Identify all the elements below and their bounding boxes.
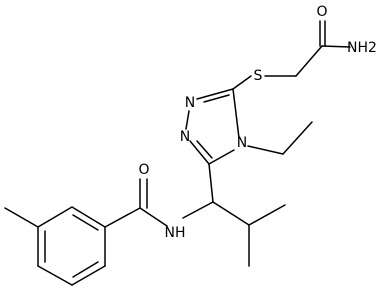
- bond-ch-me1: [248, 204, 286, 226]
- bond-s-ring: [232, 75, 252, 90]
- bond-ch-nh: [182, 201, 214, 219]
- bond-benz-5: [71, 265, 106, 286]
- atom-nh2: NH2: [347, 40, 377, 56]
- atom-labels: O NH2 S N N N O NH: [138, 4, 376, 241]
- atom-sulfur: S: [254, 68, 263, 84]
- atom-n-ring-left: N: [180, 129, 190, 145]
- atom-nh-amide: NH: [165, 225, 186, 241]
- bond-ch-ch: [212, 201, 250, 226]
- atom-n-ring-ethyl: N: [237, 135, 247, 151]
- bond-ethyl-ch3: [282, 121, 313, 155]
- bond-benz-5-inner: [72, 261, 99, 278]
- bond-nh-co: [139, 207, 168, 227]
- bond-benz-4: [37, 265, 73, 286]
- bond-ring-n4-c5: [232, 88, 240, 139]
- bond-ring-chain: [208, 163, 214, 203]
- bond-ring-c5-n-top: [196, 88, 234, 100]
- bond-co-aryl: [104, 207, 141, 228]
- bond-n-ethyl: [247, 145, 284, 155]
- bond-benz-1: [71, 206, 106, 228]
- bond-ring-c3-n4: [208, 149, 235, 165]
- bond-ring-c5-n-top-inner: [203, 94, 230, 103]
- atom-o-amide: O: [138, 162, 149, 178]
- atom-o-carbamoyl: O: [316, 4, 327, 20]
- bonds: [4, 20, 351, 286]
- bond-benz-2: [37, 206, 73, 228]
- bond-c-ch2: [295, 45, 323, 77]
- bond-c-nh2: [321, 45, 351, 48]
- bond-ring-n-c3: [189, 140, 210, 165]
- bond-aryl-methyl: [4, 207, 39, 228]
- bond-ring-n-c3-inner: [196, 140, 213, 159]
- atom-n-ring-top: N: [185, 95, 195, 111]
- bond-ring-n-n: [185, 110, 190, 130]
- bond-benz-1-inner: [72, 214, 99, 231]
